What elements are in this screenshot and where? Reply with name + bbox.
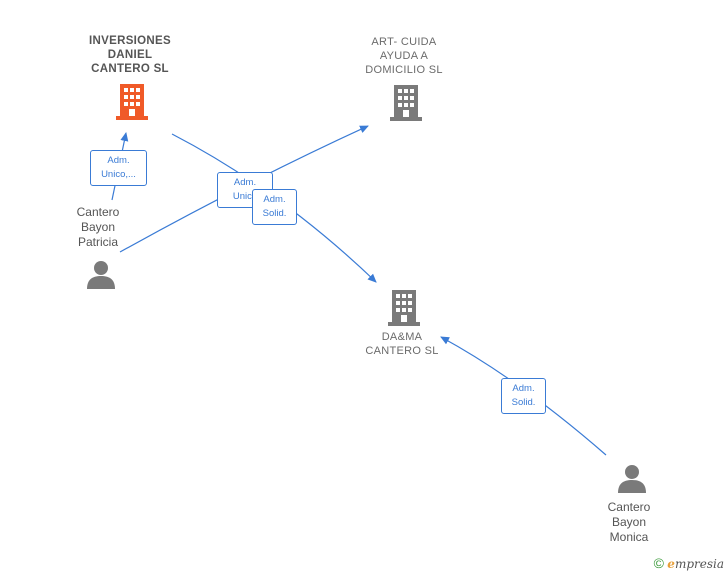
building-icon[interactable] bbox=[390, 85, 422, 121]
footer-brand: © empresia bbox=[654, 555, 724, 571]
brand-logo: empresia bbox=[667, 557, 724, 571]
person-icon[interactable] bbox=[86, 260, 116, 290]
edge-label-monica-dama[interactable]: Adm. Solid. bbox=[501, 378, 546, 414]
copyright-icon: © bbox=[653, 555, 664, 571]
edge-label-patricia-inversiones[interactable]: Adm. Unico,... bbox=[90, 150, 147, 186]
person-label-monica[interactable]: Cantero Bayon Monica bbox=[607, 500, 651, 544]
company-label-inversiones[interactable]: INVERSIONES DANIEL CANTERO SL bbox=[89, 35, 171, 75]
company-label-artcuida[interactable]: ART- CUIDA AYUDA A DOMICILIO SL bbox=[365, 36, 443, 76]
building-icon[interactable] bbox=[388, 290, 420, 326]
person-icon[interactable] bbox=[617, 464, 647, 494]
edge-label-inversiones-dama[interactable]: Adm. Solid. bbox=[252, 189, 297, 225]
person-label-patricia[interactable]: Cantero Bayon Patricia bbox=[76, 205, 120, 249]
building-icon[interactable] bbox=[116, 84, 148, 120]
company-label-dama[interactable]: DA&MA CANTERO SL bbox=[365, 331, 439, 357]
